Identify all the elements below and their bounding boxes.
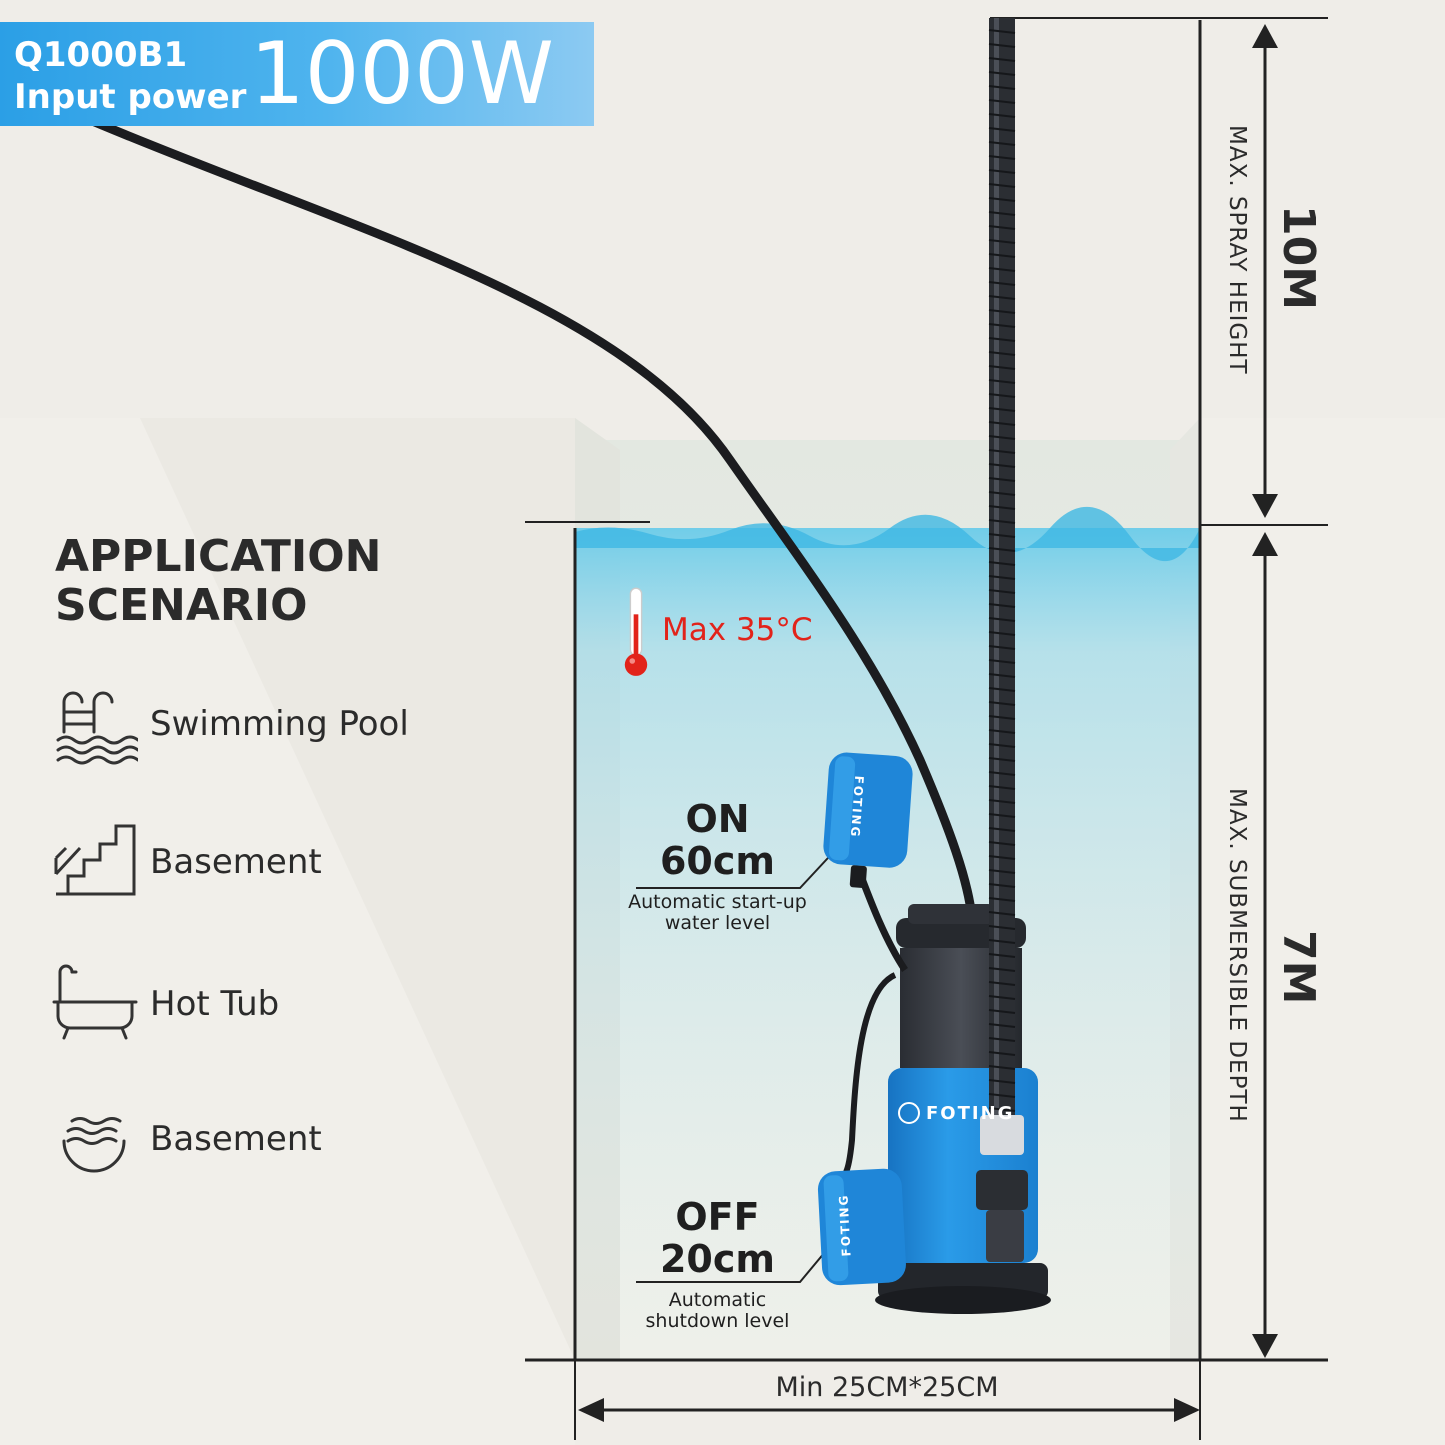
- bathtub-icon: [52, 964, 138, 1040]
- off-height-label: 20cm: [659, 1237, 775, 1281]
- model-number: Q1000B1: [14, 35, 188, 75]
- max-temperature-label: Max 35°C: [662, 612, 813, 648]
- on-state-label: ON: [685, 797, 750, 841]
- on-desc-line2: water level: [664, 912, 771, 934]
- scenario-label: Hot Tub: [150, 984, 280, 1024]
- pump-brand-logo: FOTING: [898, 1102, 1014, 1124]
- scenario-label: Basement: [150, 842, 322, 882]
- on-level-callout: ON 60cm Automatic start-up water level: [625, 798, 810, 934]
- swimming-pool-icon: [56, 691, 138, 765]
- scenario-item-basement: Basement: [50, 818, 322, 906]
- thermometer-icon: [624, 587, 648, 676]
- off-state-label: OFF: [675, 1195, 760, 1239]
- spray-height-value: 10M: [1273, 205, 1324, 311]
- scenario-label: Swimming Pool: [150, 704, 409, 744]
- brand-mark-icon: [898, 1102, 920, 1124]
- stairs-icon: [54, 824, 136, 896]
- submersible-depth-value: 7M: [1273, 930, 1324, 1005]
- submersible-depth-label: MAX. SUBMERSIBLE DEPTH: [1224, 788, 1250, 1123]
- scenario-label: Basement: [150, 1119, 322, 1159]
- power-value: 1000W: [250, 24, 554, 124]
- on-height-label: 60cm: [659, 839, 775, 883]
- on-desc-line1: Automatic start-up: [628, 891, 807, 913]
- application-title: APPLICATION SCENARIO: [55, 531, 382, 631]
- scenario-item-hot-tub: Hot Tub: [50, 960, 279, 1048]
- power-label: Input power: [14, 77, 247, 117]
- off-desc-line2: shutdown level: [645, 1310, 790, 1332]
- off-level-callout: OFF 20cm Automatic shutdown level: [625, 1196, 810, 1332]
- min-pit-size-label: Min 25CM*25CM: [775, 1372, 999, 1403]
- spray-height-label: MAX. SPRAY HEIGHT: [1224, 125, 1250, 375]
- scenario-item-swimming-pool: Swimming Pool: [50, 680, 409, 768]
- water-waves-icon: [62, 1117, 126, 1173]
- off-desc-line1: Automatic: [668, 1289, 767, 1311]
- scenario-item-basement-2: Basement: [50, 1095, 322, 1183]
- pump-brand-text: FOTING: [926, 1102, 1015, 1124]
- power-badge: Q1000B1 Input power 1000W: [0, 22, 594, 126]
